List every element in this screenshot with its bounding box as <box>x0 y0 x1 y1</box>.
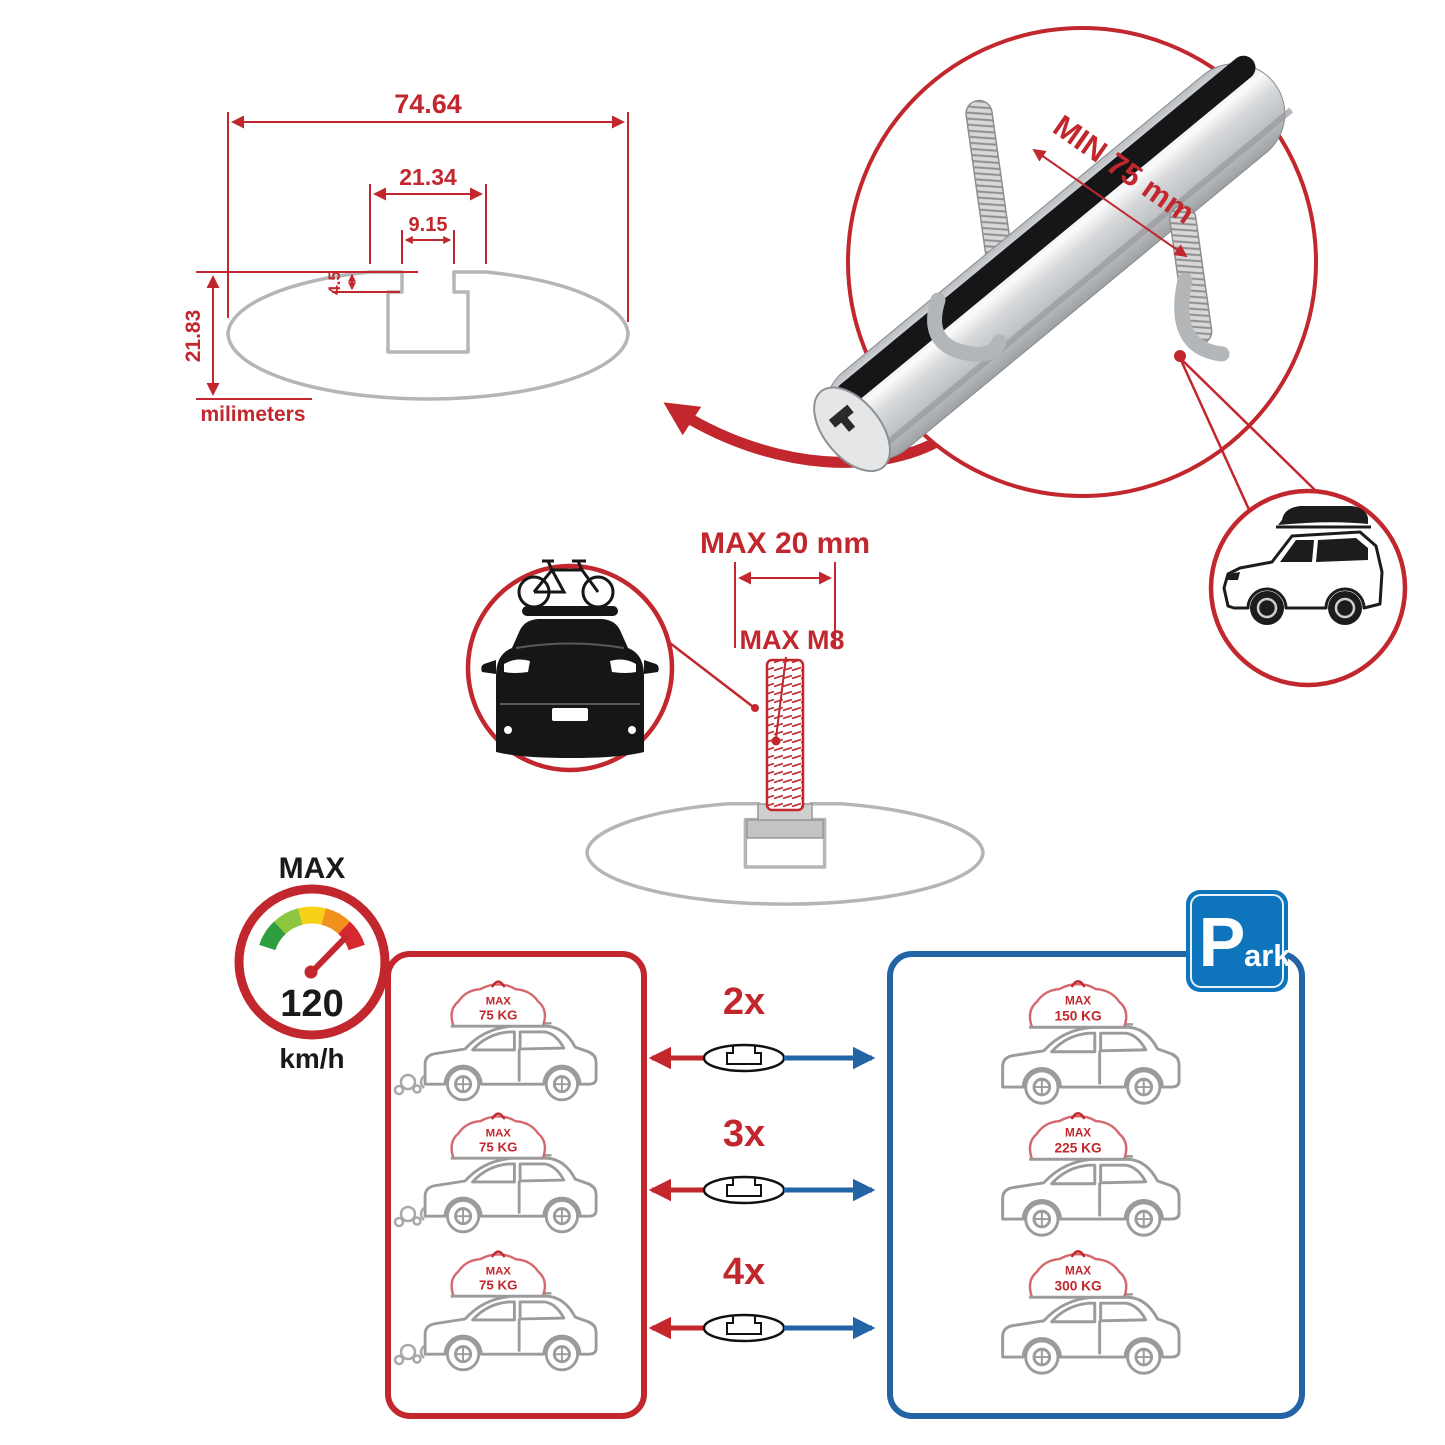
load-comparison-section: MAX 75 KG MAX 75 KG MAX 75 KG MAX 150 KG… <box>234 852 1305 1419</box>
dim-channel-width: 21.34 <box>369 164 487 264</box>
cargo-weight-label: 150 KG <box>1054 1008 1101 1023</box>
parked-car-2: MAX 225 KG <box>1001 1111 1181 1237</box>
dim-channel-width-label: 21.34 <box>399 164 457 190</box>
callout-dot <box>1174 350 1186 362</box>
bolt-max-width-label: MAX 20 mm <box>700 527 870 560</box>
cargo-max-label: MAX <box>1065 1127 1091 1140</box>
roof-box <box>1278 506 1368 525</box>
cargo-max-label: MAX <box>1065 995 1091 1008</box>
cargo-weight-label: 75 KG <box>479 1278 517 1293</box>
headlight-left <box>504 659 530 673</box>
headlight <box>1228 572 1240 580</box>
profile-dimension-diagram: 74.64 21.34 9.15 4.5 21.83 milimeters <box>182 89 630 426</box>
driving-car-3: MAX 75 KG <box>423 1250 598 1372</box>
suv-with-roofbox <box>1222 506 1384 625</box>
t-nut <box>746 819 824 839</box>
cargo-max-label: MAX <box>1065 1265 1091 1278</box>
parking-sign-plate <box>1186 890 1288 992</box>
u-bolt-hook-2 <box>1174 272 1230 362</box>
cargo-weight-label: 225 KG <box>1054 1140 1101 1155</box>
headlight-right <box>610 659 636 673</box>
suv-roofbox-circle <box>1208 488 1408 688</box>
row-connector-3: 4x <box>648 1251 876 1343</box>
multiplier-label: 4x <box>723 1251 765 1293</box>
crossbar-count-icon <box>702 1175 786 1205</box>
cargo-weight-label: 75 KG <box>479 1008 517 1023</box>
dim-total-height: 21.83 <box>182 271 418 400</box>
bolt-detail-section: MAX 20 mm MAX M8 <box>465 527 985 906</box>
cargo-max-label: MAX <box>486 995 512 1007</box>
bolt-max-thread-label: MAX M8 <box>739 625 844 655</box>
dim-total-width-label: 74.64 <box>394 89 462 119</box>
cargo-weight-label: 300 KG <box>1054 1278 1101 1293</box>
dim-slot-width: 9.15 <box>401 214 455 264</box>
parked-car-3: MAX 300 KG <box>1001 1249 1181 1375</box>
cargo-max-label: MAX <box>486 1127 512 1139</box>
row-connector-2: 3x <box>648 1113 876 1205</box>
dim-slot-width-label: 9.15 <box>409 214 448 236</box>
speed-value: 120 <box>280 983 343 1025</box>
parking-suffix: ark <box>1244 938 1291 973</box>
cargo-max-label: MAX <box>486 1265 512 1277</box>
multiplier-label: 2x <box>723 981 765 1023</box>
speed-unit-label: km/h <box>279 1043 344 1074</box>
speedometer: MAX 120 km/h <box>234 852 390 1074</box>
parked-car-1: MAX 150 KG <box>1001 979 1181 1105</box>
crossbar-profile-outline <box>226 270 630 401</box>
bike-rack-circle <box>465 559 759 773</box>
detail-callout-arrow <box>663 402 954 468</box>
speed-max-label: MAX <box>279 852 346 885</box>
parking-sign: P ark <box>1186 890 1291 992</box>
dim-step-depth: 4.5 <box>325 271 400 295</box>
cargo-weight-label: 75 KG <box>479 1140 517 1155</box>
gauge-arc <box>259 906 365 951</box>
u-bolt-hook-1 <box>927 292 1007 362</box>
row-connector-1: 2x <box>648 981 876 1073</box>
unit-label: milimeters <box>200 403 305 426</box>
driving-car-2: MAX 75 KG <box>423 1112 598 1234</box>
driving-car-1: MAX 75 KG <box>423 980 598 1102</box>
parking-letter: P <box>1199 903 1246 981</box>
crossbar-count-icon <box>702 1313 786 1343</box>
dim-total-height-label: 21.83 <box>182 310 205 363</box>
car-front-view <box>481 606 659 758</box>
multiplier-label: 3x <box>723 1113 765 1155</box>
dim-total-width: 74.64 <box>227 89 629 322</box>
dim-bolt-length: MAX 20 mm <box>700 527 870 648</box>
crossbar-count-icon <box>702 1043 786 1073</box>
dim-step-depth-label: 4.5 <box>325 271 344 295</box>
threaded-bolt <box>765 658 805 812</box>
clamp-detail-circle: MIN 75 mm <box>813 26 1318 515</box>
